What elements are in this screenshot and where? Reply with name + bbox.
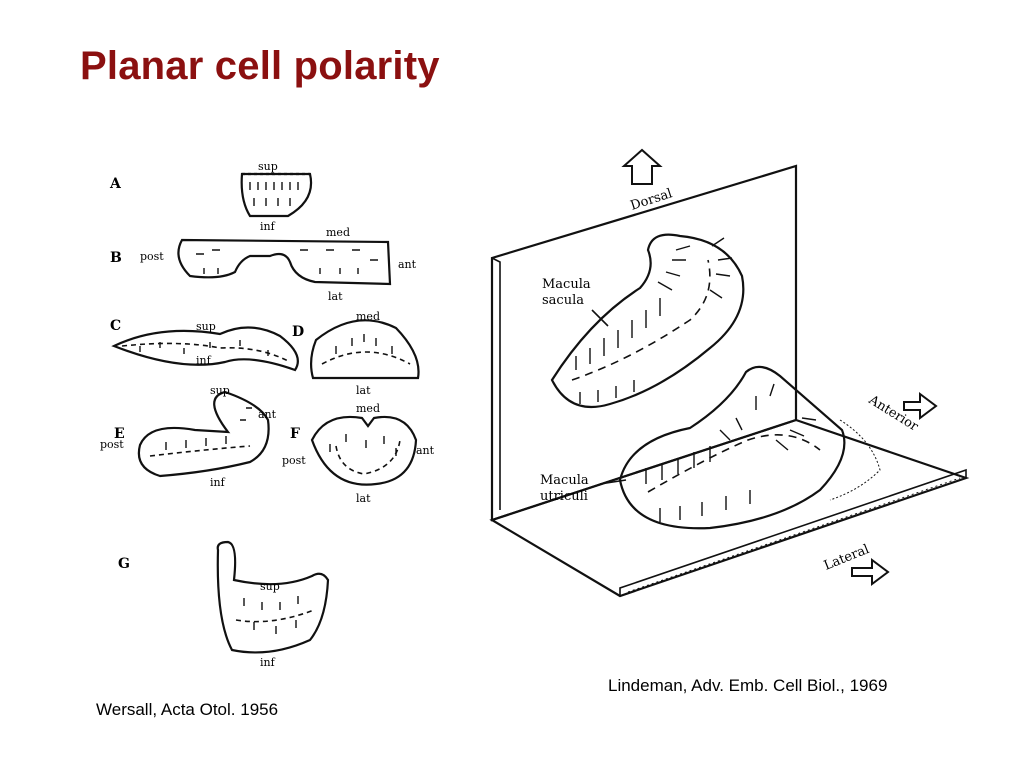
panel-f-letter: F: [290, 426, 300, 442]
macula-utriculi-label-2: utriculi: [540, 489, 588, 504]
panel-g-outline: [216, 540, 330, 654]
floor-plane: [489, 418, 970, 598]
label-c-inf: inf: [196, 354, 212, 367]
macula-utriculi-label-1: Macula: [540, 473, 589, 488]
label-g-sup: sup: [260, 580, 280, 593]
label-d-lat: lat: [356, 384, 371, 397]
panel-f-outline: [310, 415, 418, 486]
label-b-post: post: [140, 250, 164, 263]
macula-utriculi-outline: [618, 365, 846, 530]
label-e-ant: ant: [258, 408, 277, 421]
label-b-med: med: [326, 226, 350, 239]
caption-wersall: Wersall, Acta Otol. 1956: [96, 700, 279, 719]
macula-sacula-label-2: sacula: [542, 293, 584, 308]
anterior-arrow-icon: [903, 392, 938, 420]
slide-title: Planar cell polarity: [80, 44, 440, 88]
caption-lindeman: Lindeman, Adv. Emb. Cell Biol., 1969: [608, 676, 888, 695]
panel-b-letter: B: [110, 250, 122, 266]
panel-c-outline: [111, 326, 299, 372]
panel-e-outline: [137, 390, 270, 478]
sacula-pointer: [591, 309, 609, 327]
macula-sacula-outline: [550, 233, 745, 409]
anterior-label: Anterior: [865, 392, 921, 435]
dorsal-arrow-icon: [621, 148, 663, 185]
macula-sacula-label-1: Macula: [542, 277, 591, 292]
label-c-sup: sup: [196, 320, 216, 333]
panel-c-letter: C: [110, 318, 121, 334]
label-e-post: post: [100, 438, 124, 451]
utriculi-pointer: [599, 479, 627, 485]
panel-d-letter: D: [292, 324, 304, 340]
label-a-inf: inf: [260, 220, 276, 233]
label-b-lat: lat: [328, 290, 343, 303]
label-f-post: post: [282, 454, 306, 467]
panel-d-outline: [309, 319, 420, 380]
label-e-sup: sup: [210, 384, 230, 397]
wersall-figure: A B C D E F G sup inf med post ant lat s…: [100, 160, 435, 669]
lateral-arrow-icon: [851, 558, 890, 586]
panel-e-letter: E: [114, 426, 125, 442]
panel-g-letter: G: [118, 556, 130, 572]
dorsal-wall: [490, 164, 798, 522]
label-f-lat: lat: [356, 492, 371, 505]
panel-a-outline: [240, 172, 313, 218]
label-e-inf: inf: [210, 476, 226, 489]
label-a-sup: sup: [258, 160, 278, 173]
panel-b-outline: [177, 238, 392, 286]
lindeman-figure: Dorsal Anterior Lateral Macula sacula Ma…: [489, 148, 970, 598]
label-d-med: med: [356, 310, 380, 323]
label-f-med: med: [356, 402, 380, 415]
label-g-inf: inf: [260, 656, 276, 669]
label-b-ant: ant: [398, 258, 417, 271]
label-f-ant: ant: [416, 444, 435, 457]
panel-a-letter: A: [109, 176, 122, 192]
